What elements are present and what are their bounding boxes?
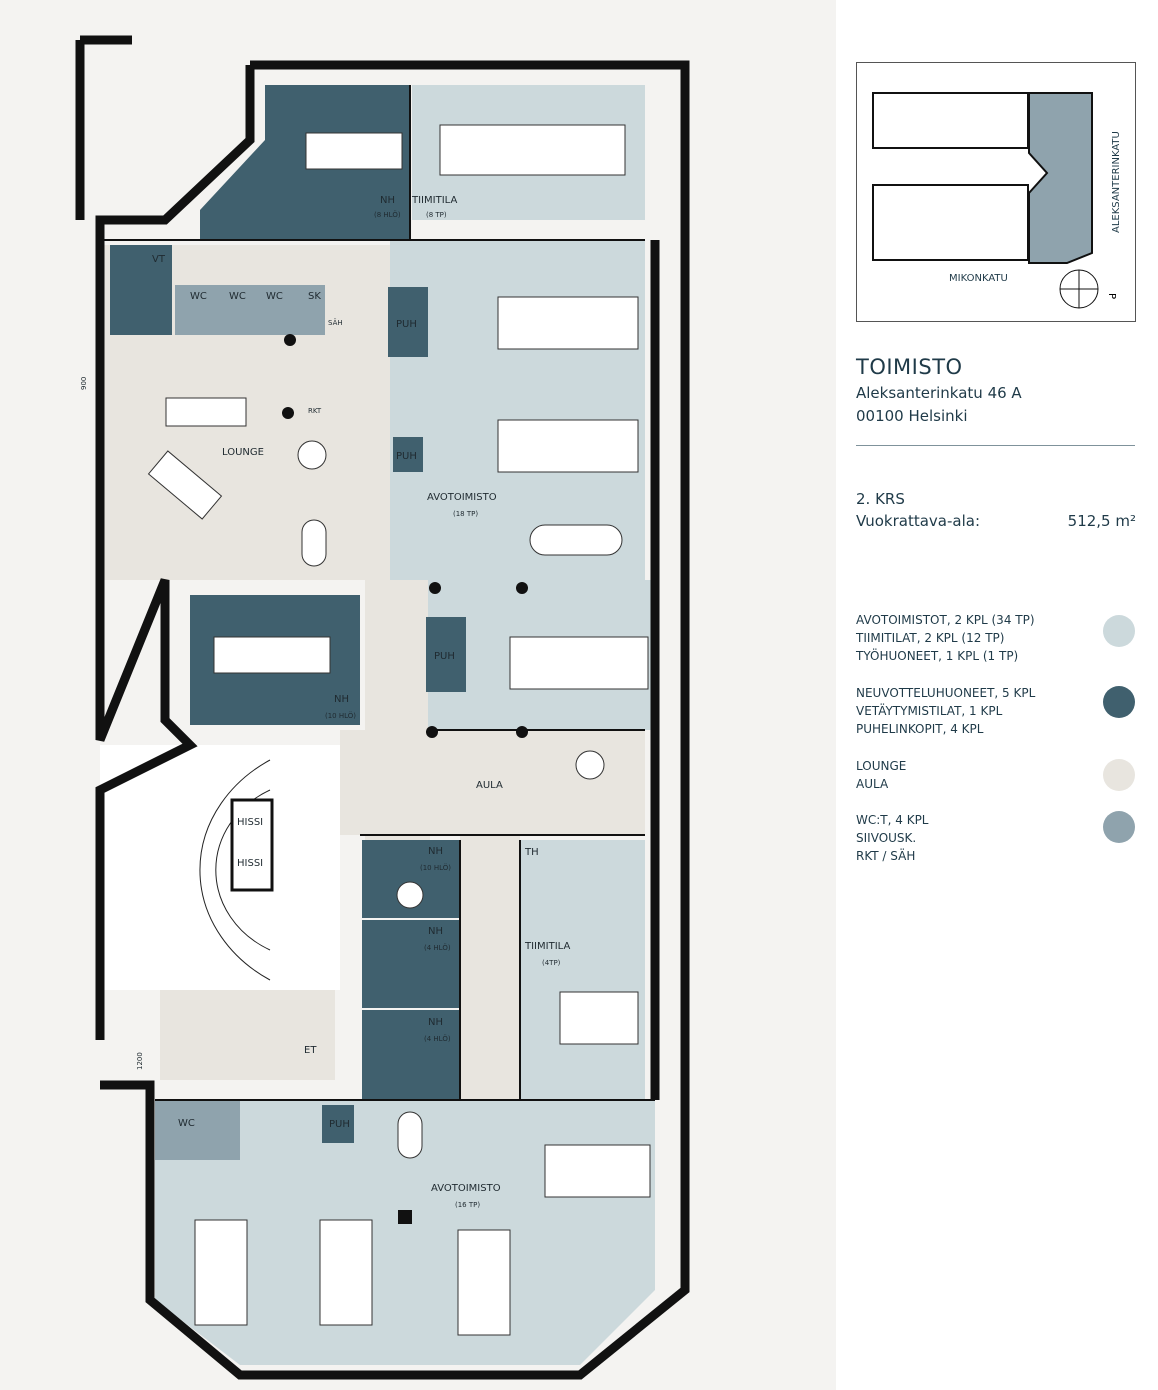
label-nh-top: NH — [380, 195, 395, 206]
label-sah: SÄH — [328, 318, 343, 327]
label-th: TH — [524, 847, 539, 858]
meeting-room-c — [362, 1010, 460, 1100]
phone-booth — [322, 1105, 354, 1143]
furniture — [147, 124, 651, 1336]
compass-icon — [1059, 269, 1099, 309]
phone-booth — [426, 617, 466, 692]
label-wc: WC — [266, 291, 283, 302]
label-puh: PUH — [396, 319, 417, 330]
label-hissi: HISSI — [237, 858, 263, 869]
legend-swatch — [1103, 686, 1135, 718]
meeting-room-b — [362, 920, 460, 1008]
legend-swatch — [1103, 759, 1135, 791]
floor-plan-drawing: NH (8 HLÖ) TIIMITILA (8 TP) VT WC WC WC … — [75, 35, 690, 1380]
wc-south — [155, 1100, 240, 1160]
page-title: TOIMISTO — [856, 355, 963, 379]
label-lounge: LOUNGE — [222, 447, 264, 458]
label-nh-b: NH — [428, 926, 443, 937]
legend-text: RKT / SÄH — [856, 849, 916, 863]
stairwell — [100, 745, 340, 990]
label-wc: WC — [190, 291, 207, 302]
label-hissi: HISSI — [237, 817, 263, 828]
key-map-drawing: MIKONKATU ALEKSANTERINKATU P — [872, 92, 1122, 309]
walls — [75, 35, 690, 1380]
floor-label: 2. KRS — [856, 490, 905, 508]
et-area — [160, 990, 335, 1080]
label-et: ET — [304, 1045, 317, 1056]
meeting-room-north — [200, 85, 410, 240]
street-aleksanterinkatu: ALEKSANTERINKATU — [1111, 131, 1122, 233]
address-city: 00100 Helsinki — [856, 407, 968, 425]
vt-room — [110, 245, 172, 335]
label-puh: PUH — [329, 1119, 350, 1130]
legend-text: LOUNGE — [856, 759, 907, 773]
label-aula: AULA — [476, 780, 503, 791]
corridor-south — [460, 835, 520, 1105]
label-nh-a-cap: (10 HLÖ) — [420, 863, 451, 872]
team-room-south — [520, 840, 645, 1100]
address-street: Aleksanterinkatu 46 A — [856, 384, 1022, 402]
legend-swatch — [1103, 811, 1135, 843]
key-map: MIKONKATU ALEKSANTERINKATU P — [856, 62, 1136, 322]
label-nh-c: NH — [428, 1017, 443, 1028]
legend-lounge: LOUNGE AULA — [856, 757, 1135, 793]
label-dim-900: 900 — [80, 377, 88, 390]
label-puh: PUH — [396, 451, 417, 462]
legend-text: AULA — [856, 777, 889, 791]
legend-text: TYÖHUONEET, 1 KPL (1 TP) — [856, 649, 1019, 663]
label-nh-mid-cap: (10 HLÖ) — [325, 711, 356, 720]
label-vt: VT — [152, 254, 166, 265]
label-avotoimisto-north: AVOTOIMISTO — [427, 492, 497, 503]
wc-block — [175, 285, 325, 335]
legend-text: WC:T, 4 KPL — [856, 813, 929, 827]
legend-text: PUHELINKOPIT, 4 KPL — [856, 722, 984, 736]
label-avotoimisto-north-cap: (18 TP) — [453, 510, 478, 518]
spiral-stair — [199, 759, 271, 981]
label-tiimitila-top: TIIMITILA — [411, 195, 457, 206]
label-avotoimisto-south-cap: (16 TP) — [455, 1201, 480, 1209]
columns — [282, 334, 528, 1224]
legend-text: TIIMITILAT, 2 KPL (12 TP) — [856, 631, 1005, 645]
elevators — [230, 798, 274, 892]
label-nh-top-cap: (8 HLÖ) — [374, 210, 401, 219]
label-rkt: RKT — [308, 407, 322, 415]
open-office-south — [155, 1100, 655, 1365]
legend-meeting: NEUVOTTELUHUONEET, 5 KPL VETÄYTYMISTILAT… — [856, 684, 1135, 738]
label-sk: SK — [308, 291, 321, 302]
legend-service: WC:T, 4 KPL SIIVOUSK. RKT / SÄH — [856, 811, 1135, 865]
area-label: Vuokrattava-ala: — [856, 512, 981, 530]
phone-booth — [393, 437, 423, 472]
label-nh-b-cap: (4 HLÖ) — [424, 943, 451, 952]
label-wc-south: WC — [178, 1118, 195, 1129]
aula-area — [340, 730, 645, 835]
north-marker: P — [1106, 293, 1117, 299]
street-mikonkatu: MIKONKATU — [949, 273, 1008, 284]
legend-swatch — [1103, 615, 1135, 647]
label-avotoimisto-south: AVOTOIMISTO — [431, 1183, 501, 1194]
interior-walls — [100, 85, 655, 1101]
label-tiimitila-top-cap: (8 TP) — [426, 211, 447, 219]
label-wc: WC — [229, 291, 246, 302]
label-nh-mid: NH — [334, 694, 349, 705]
label-dim-1200: 1200 — [136, 1052, 144, 1070]
area-value: 512,5 m² — [1067, 512, 1136, 530]
legend-text: VETÄYTYMISTILAT, 1 KPL — [856, 704, 1003, 718]
floor-plan: NH (8 HLÖ) TIIMITILA (8 TP) VT WC WC WC … — [0, 0, 836, 1390]
legend-text: SIIVOUSK. — [856, 831, 917, 845]
divider — [856, 445, 1135, 446]
label-tiimitila-b: TIIMITILA — [524, 941, 570, 952]
label-nh-c-cap: (4 HLÖ) — [424, 1034, 451, 1043]
label-puh: PUH — [434, 651, 455, 662]
legend-text: NEUVOTTELUHUONEET, 5 KPL — [856, 686, 1036, 700]
legend-open-office: AVOTOIMISTOT, 2 KPL (34 TP) TIIMITILAT, … — [856, 611, 1135, 665]
legend-text: AVOTOIMISTOT, 2 KPL (34 TP) — [856, 613, 1035, 627]
label-tiimitila-b-cap: (4TP) — [542, 959, 561, 967]
phone-booth — [388, 287, 428, 357]
label-nh-a: NH — [428, 846, 443, 857]
